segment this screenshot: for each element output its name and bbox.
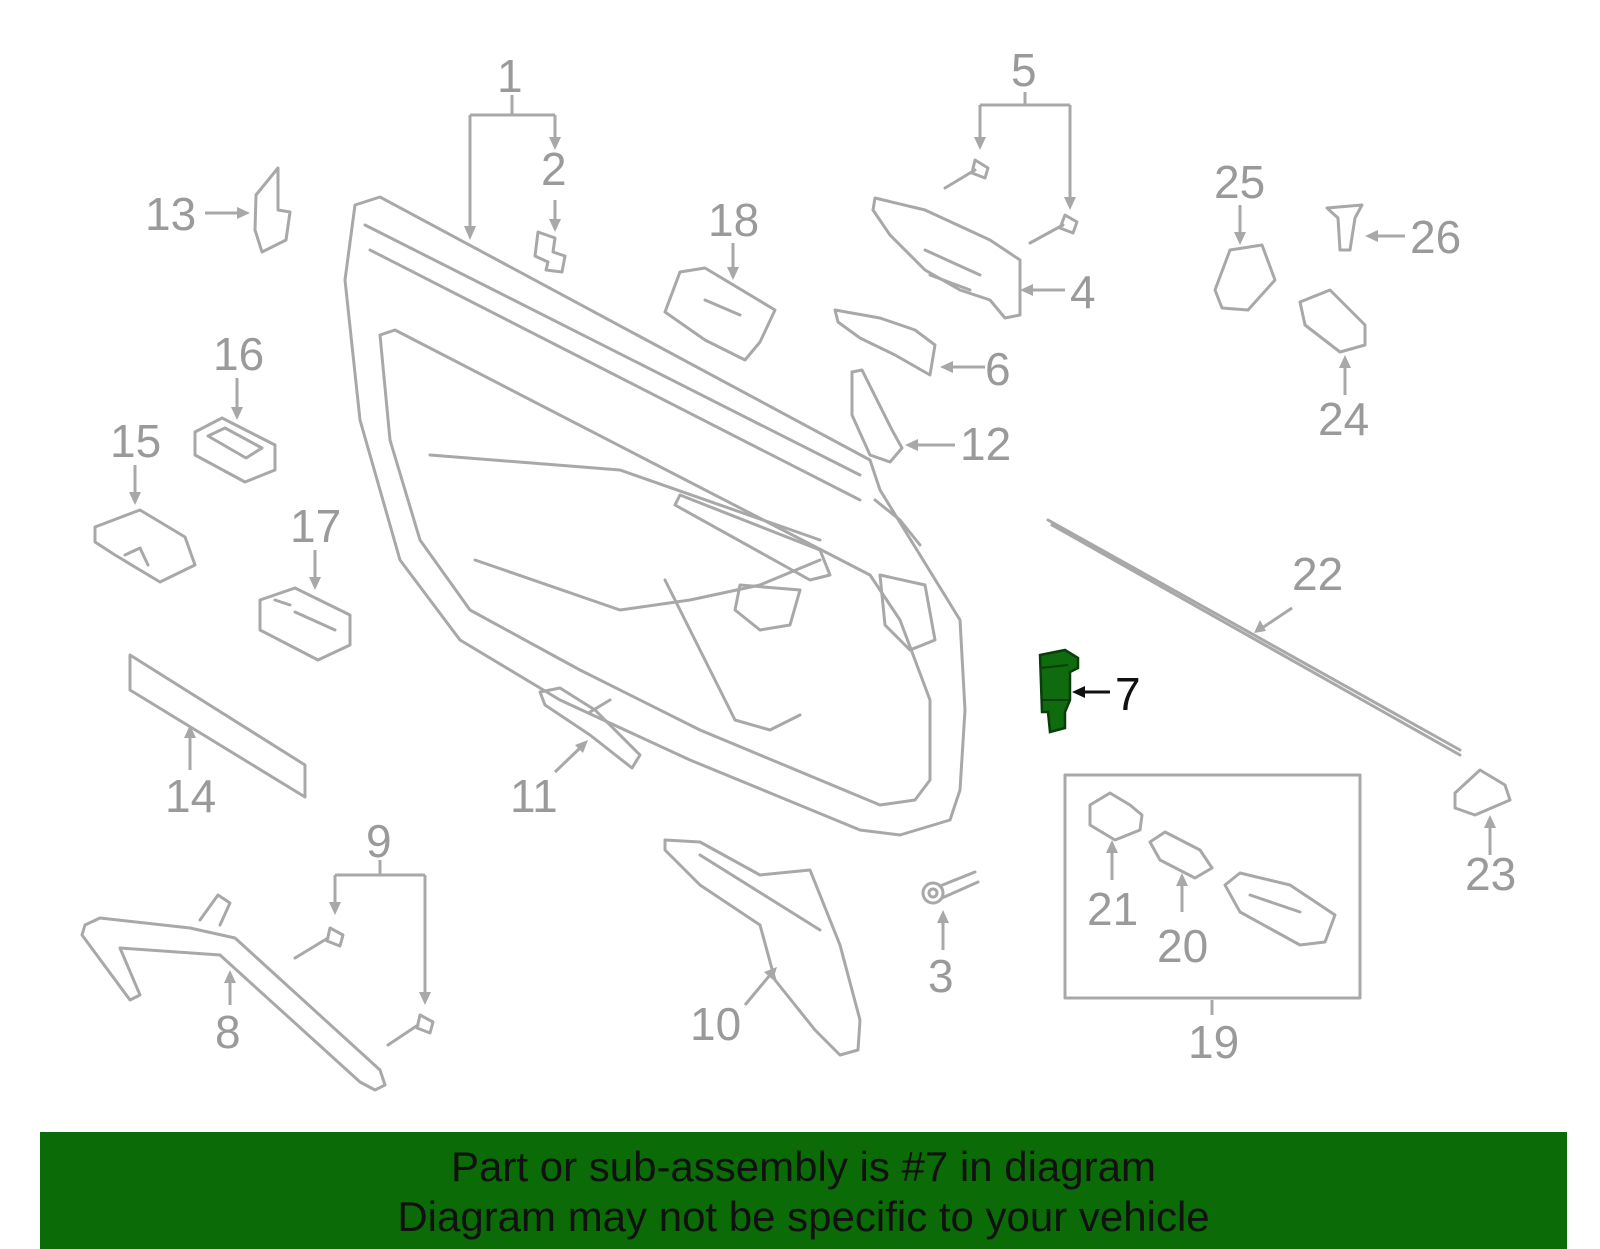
part-17-switch[interactable] xyxy=(258,586,352,662)
callout-12: 12 xyxy=(960,418,1011,470)
part-4-bracket[interactable] xyxy=(871,196,1022,320)
part-20-cap[interactable] xyxy=(1148,830,1214,880)
callout-16: 16 xyxy=(213,328,264,380)
part-19-kit-box[interactable] xyxy=(1063,773,1362,1000)
leader-lines xyxy=(133,92,1492,1015)
callout-18: 18 xyxy=(708,194,759,246)
part-2-clip[interactable] xyxy=(533,230,567,274)
part-15-switch[interactable] xyxy=(93,508,197,584)
part-8-armrest-trim[interactable] xyxy=(80,893,387,1092)
part-25-retainer[interactable] xyxy=(1213,243,1277,312)
callout-10: 10 xyxy=(690,998,741,1050)
part-10-lower-panel[interactable] xyxy=(663,838,862,1057)
part-18-cover[interactable] xyxy=(663,266,777,362)
callout-11: 11 xyxy=(510,770,558,822)
part-6-trim-strip[interactable] xyxy=(833,308,937,377)
callout-20: 20 xyxy=(1157,920,1208,972)
callout-4: 4 xyxy=(1070,266,1096,318)
callout-19: 19 xyxy=(1188,1016,1239,1068)
callout-14: 14 xyxy=(165,770,216,822)
part-21-clip[interactable] xyxy=(1088,791,1144,842)
part-13-bracket[interactable] xyxy=(253,166,292,254)
part-5-screws[interactable] xyxy=(943,158,1079,245)
callout-6: 6 xyxy=(985,343,1011,395)
arrow-heads xyxy=(129,137,1496,1005)
banner-line-1: Part or sub-assembly is #7 in diagram xyxy=(451,1143,1156,1190)
callout-numbers: 1 2 3 4 5 6 7 8 9 10 11 12 13 14 15 16 1… xyxy=(110,44,1516,1068)
part-11-trim-insert[interactable] xyxy=(538,686,642,770)
part-26-pin[interactable] xyxy=(1325,203,1364,252)
callout-22: 22 xyxy=(1292,548,1343,600)
part-16-switch-bezel[interactable] xyxy=(193,416,277,484)
callout-25: 25 xyxy=(1214,156,1265,208)
part-24-bracket[interactable] xyxy=(1298,288,1367,354)
callout-7: 7 xyxy=(1115,668,1141,720)
callout-24: 24 xyxy=(1318,393,1369,445)
callout-26: 26 xyxy=(1410,211,1461,263)
callout-23: 23 xyxy=(1465,848,1516,900)
part-14-strip[interactable] xyxy=(128,653,307,799)
part-7-highlighted[interactable] xyxy=(1038,648,1080,734)
banner-line-2: Diagram may not be specific to your vehi… xyxy=(397,1193,1210,1240)
info-banner: Part or sub-assembly is #7 in diagram Di… xyxy=(40,1132,1567,1249)
callout-8: 8 xyxy=(215,1006,241,1058)
callout-15: 15 xyxy=(110,415,161,467)
callout-9: 9 xyxy=(366,815,392,867)
callout-1: 1 xyxy=(497,50,523,102)
part-12-pillar-trim[interactable] xyxy=(850,368,904,464)
callout-3: 3 xyxy=(928,950,954,1002)
callout-5: 5 xyxy=(1011,44,1037,96)
part-1-door-trim-panel[interactable] xyxy=(343,195,967,837)
callout-17: 17 xyxy=(290,500,341,552)
part-19-handle[interactable] xyxy=(1223,871,1337,947)
part-22-rod[interactable] xyxy=(1046,518,1462,757)
part-9-screws[interactable] xyxy=(293,926,435,1047)
part-23-clip[interactable] xyxy=(1453,768,1512,817)
callout-13: 13 xyxy=(145,188,196,240)
callout-21: 21 xyxy=(1087,883,1138,935)
callout-2: 2 xyxy=(541,143,567,195)
part-3-screw[interactable] xyxy=(921,870,980,905)
